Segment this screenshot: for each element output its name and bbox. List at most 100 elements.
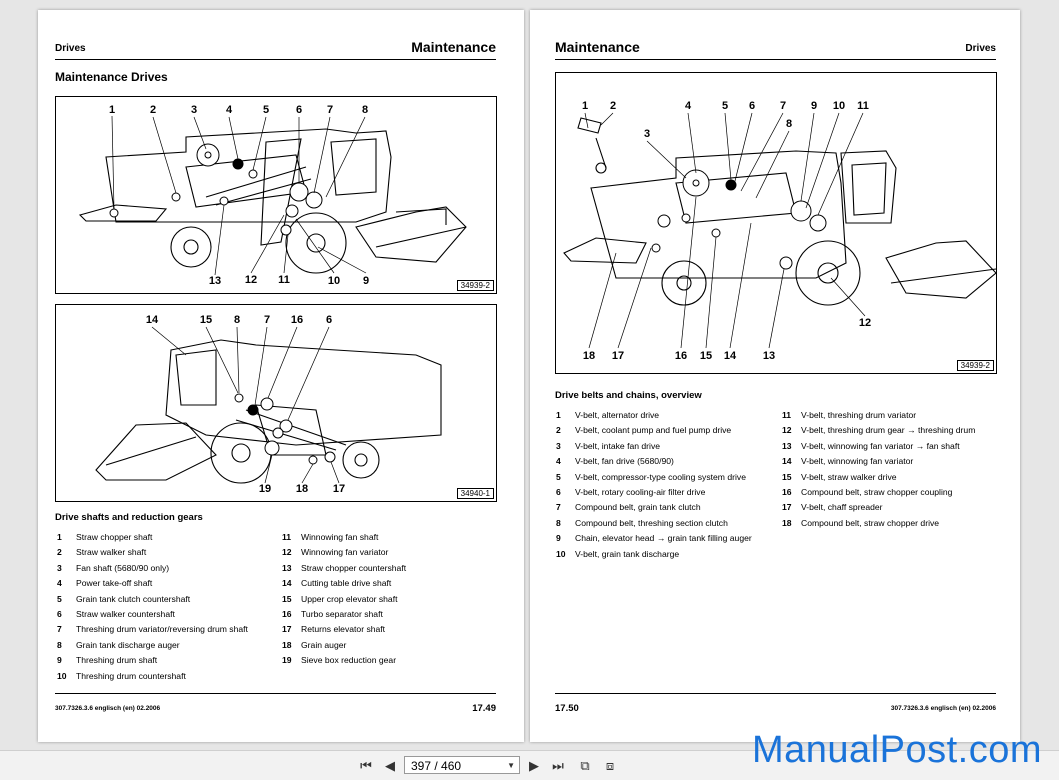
callout-r15: 15 [699,350,713,362]
callout-7: 7 [326,104,334,116]
legend-text: V-belt, coolant pump and fuel pump drive [575,425,732,436]
legend-number: 9 [57,655,62,666]
callout-r16: 16 [674,350,688,362]
next-page-icon[interactable]: ▶ [529,758,539,773]
figure-drive-belts-overview: 1 2 3 4 5 6 7 8 9 10 11 18 17 16 15 14 1… [555,72,997,374]
legend-number: 10 [57,670,67,681]
callout-12: 12 [244,274,258,286]
legend-number: 16 [782,487,792,498]
left-footer-code: 307.7326.3.6 englisch (en) 02.2006 [55,705,161,712]
figure-id: 34940-1 [456,488,494,499]
legend-item: 13 V-belt, winnowing fan variator → fan s… [782,439,975,454]
callout-2: 2 [149,104,157,116]
right-header-rule [555,59,996,60]
legend-number: 13 [782,440,792,451]
last-page-icon[interactable]: ⏭ [552,758,564,773]
page-indicator: 397 / 460 [411,759,462,773]
right-page-number: 17.50 [555,703,579,714]
fit-page-icon[interactable]: ⧉ [580,758,590,773]
callout-r6: 6 [748,100,756,112]
legend-number: 7 [57,624,62,635]
left-section-title: Maintenance Drives [55,70,168,84]
callout-r18: 18 [582,350,596,362]
page-number-select[interactable]: 397 / 460 ▼ [404,756,520,774]
legend-number: 12 [782,425,792,436]
legend-text: V-belt, alternator drive [575,410,660,420]
right-footer-code: 307.7326.3.6 englisch (en) 02.2006 [890,705,996,712]
legend-item: 11 Winnowing fan shaft [282,530,406,545]
legend-text: Power take-off shaft [76,578,153,589]
callout-4: 4 [225,104,233,116]
combine-harvester-belts-drawing [563,112,996,349]
legend-text: Grain tank clutch countershaft [76,593,191,604]
legend-text: Upper crop elevator shaft [301,593,398,604]
callout-5: 5 [262,104,270,116]
legend-text: Straw walker countershaft [76,609,175,620]
legend-text: Compound belt, straw chopper coupling [801,487,953,498]
prev-page-icon[interactable]: ◀ [385,758,395,773]
legend-number: 13 [282,562,292,573]
legend-text: V-belt, chaff spreader [801,502,883,513]
callout-r7: 7 [779,100,787,112]
legend-number: 17 [782,502,792,513]
callout-r3: 3 [643,128,651,140]
left-page-number: 17.49 [472,703,496,714]
legend-number: 9 [556,533,561,544]
callout-r13: 13 [762,350,776,362]
legend-item: 1 V-belt, alternator drive [556,408,752,423]
fit-width-icon[interactable]: ⧈ [605,758,615,773]
legend-text: V-belt, intake fan drive [575,440,661,451]
legend-number: 10 [556,548,566,559]
callout-15: 15 [199,314,213,326]
legend-text: Returns elevator shaft [301,624,386,635]
first-page-icon[interactable]: ⏮ [360,758,372,773]
legend-number: 4 [556,456,561,467]
left-page: Drives Maintenance Maintenance Drives [38,10,524,742]
legend-text: Compound belt, threshing section clutch [575,517,728,528]
legend-text: V-belt, compressor-type cooling system d… [575,471,746,482]
legend-text: Turbo separator shaft [301,609,383,620]
legend-text: V-belt, fan drive (5680/90) [575,456,674,467]
left-footer-rule [55,693,496,694]
callout-14: 14 [145,314,159,326]
legend-number: 12 [282,547,292,558]
callout-r8: 8 [785,118,793,130]
callout-r5: 5 [721,100,729,112]
figure-drive-shafts-left-side: 1 2 3 4 5 6 7 8 13 12 11 10 9 34939-2 [55,96,497,294]
legend-text: V-belt, winnowing fan variator → fan sha… [801,440,960,451]
callout-8b: 8 [233,314,241,326]
chevron-down-icon: ▼ [507,761,515,770]
callout-r11: 11 [857,100,869,112]
legend-number: 14 [782,456,792,467]
callout-11: 11 [278,274,290,286]
legend-number: 6 [556,487,561,498]
legend-number: 4 [57,578,62,589]
combine-harvester-drawing-left [78,115,467,276]
legend-number: 11 [282,532,292,542]
legend-number: 6 [57,609,62,620]
legend-text: Grain auger [301,639,347,650]
callout-18: 18 [295,483,309,495]
legend-text: Winnowing fan variator [301,547,389,558]
legend-text: Winnowing fan shaft [301,532,379,542]
callout-8: 8 [361,104,369,116]
legend-number: 1 [556,410,561,420]
legend-text: V-belt, winnowing fan variator [801,456,914,467]
callout-6: 6 [295,104,303,116]
legend-text: Compound belt, straw chopper drive [801,517,940,528]
